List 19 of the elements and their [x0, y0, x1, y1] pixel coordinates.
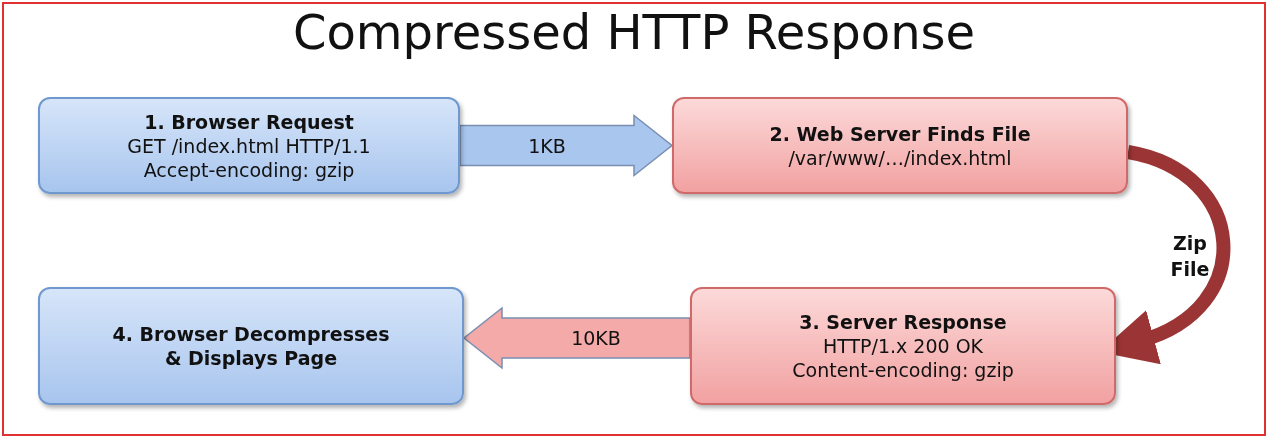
box-text: /var/www/…/index.html — [788, 145, 1012, 170]
box-heading: 3. Server Response — [799, 310, 1007, 334]
box-text: HTTP/1.x 200 OK — [822, 334, 984, 358]
edge-label: Zip File — [1169, 230, 1211, 282]
block-arrow — [459, 113, 674, 178]
box-heading: 1. Browser Request — [144, 109, 354, 134]
process-box — [38, 287, 464, 405]
process-box — [672, 97, 1128, 194]
process-box — [690, 287, 1116, 405]
diagram-title: Compressed HTTP Response — [291, 4, 977, 60]
edge-label: 1KB — [528, 133, 566, 159]
box-text: GET /index.html HTTP/1.1 — [127, 133, 371, 158]
box-heading: 4. Browser Decompresses & Displays Page — [111, 322, 391, 370]
box-text: Content-encoding: gzip — [792, 358, 1014, 382]
edge-label: 10KB — [571, 326, 621, 351]
process-box — [38, 97, 460, 194]
box-text: Accept-encoding: gzip — [143, 157, 355, 182]
box-heading: 2. Web Server Finds File — [769, 121, 1031, 146]
block-arrow — [462, 306, 691, 370]
